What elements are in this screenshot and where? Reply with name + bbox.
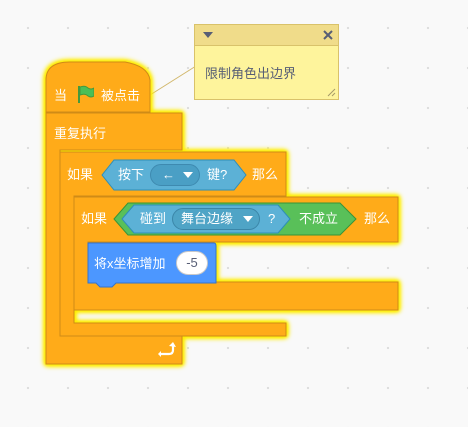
- hat-block-shape: [45, 61, 151, 113]
- loop-arrow-icon: [158, 342, 176, 357]
- change-x-value-input[interactable]: -5: [176, 251, 208, 275]
- touching-target-dropdown[interactable]: 舞台边缘: [172, 208, 260, 230]
- comment-header[interactable]: [195, 25, 338, 46]
- comment-note[interactable]: 限制角色出边界: [194, 24, 339, 100]
- hat-clicked-label: 被点击: [101, 88, 141, 103]
- key-dropdown-value: ←: [162, 167, 175, 182]
- if1-label: 如果: [67, 167, 94, 182]
- hat-when-label: 当: [54, 88, 68, 103]
- change-x-label: 将x坐标增加: [94, 256, 166, 271]
- resize-grip-icon[interactable]: [326, 87, 336, 97]
- key-dropdown[interactable]: ←: [150, 164, 200, 186]
- touching-question-label: ?: [268, 211, 276, 226]
- if2-then-label: 那么: [364, 211, 391, 226]
- if1-then-label: 那么: [252, 167, 279, 182]
- chevron-down-icon: [183, 172, 193, 178]
- comment-text[interactable]: 限制角色出边界: [205, 66, 297, 81]
- touching-target-value: 舞台边缘: [181, 211, 234, 226]
- close-x-icon[interactable]: [323, 30, 333, 40]
- chevron-down-icon: [243, 216, 253, 222]
- forever-label: 重复执行: [54, 126, 107, 141]
- key-suffix-label: 键?: [207, 167, 228, 182]
- key-pressed-prefix-label: 按下: [118, 167, 145, 182]
- triangle-down-icon[interactable]: [203, 32, 213, 40]
- if2-label: 如果: [81, 211, 108, 226]
- not-label: 不成立: [299, 211, 339, 226]
- touching-label: 碰到: [140, 211, 167, 226]
- green-flag-icon[interactable]: [76, 85, 94, 103]
